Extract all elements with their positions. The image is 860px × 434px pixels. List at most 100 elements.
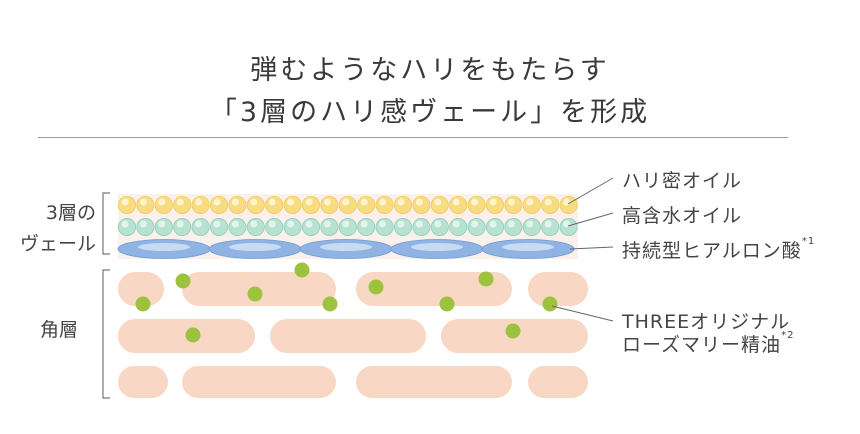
yellow-oil-dot-highlight [563, 198, 571, 206]
yellow-oil-dot [283, 195, 302, 214]
green-oil-dot [541, 217, 560, 236]
yellow-oil-dot-highlight [379, 198, 387, 206]
rosemary-dot [505, 323, 521, 339]
oil-layer-yellow [118, 195, 578, 214]
rosemary-dot [478, 271, 494, 287]
veil-label-line-2: ヴェール [19, 233, 96, 255]
yellow-oil-dot-highlight [342, 198, 350, 206]
yellow-oil-dot-highlight [158, 198, 166, 206]
yellow-oil-dot-highlight [434, 198, 442, 206]
veil-label-line-1: 3層の [45, 202, 96, 224]
veil-label: 3層の ヴェール [0, 198, 96, 260]
hyaluronic-oval-highlight [229, 243, 281, 251]
leader-line-oil3 [569, 246, 614, 250]
green-oil-dot-highlight [452, 220, 460, 228]
green-oil-dot-highlight [526, 220, 534, 228]
green-oil-dot-highlight [268, 220, 276, 228]
yellow-oil-dot-highlight [397, 198, 405, 206]
green-oil-dot [559, 217, 578, 236]
cell [118, 366, 168, 398]
green-oil-dot [320, 217, 339, 236]
yellow-oil-dot [301, 195, 320, 214]
yellow-oil-dot-highlight [507, 198, 515, 206]
hyaluronic-layer [117, 239, 575, 259]
yellow-oil-dot [357, 195, 376, 214]
green-oil-dot-highlight [158, 220, 166, 228]
hyaluronic-oval-highlight [411, 243, 463, 251]
green-oil-dot [301, 217, 320, 236]
leader-line-oil4 [551, 305, 614, 322]
green-oil-dot-highlight [287, 220, 295, 228]
heading-line-2: 「3層のハリ感ヴェール」を形成 [209, 97, 651, 128]
oil-layer-green [118, 217, 578, 236]
yellow-oil-dot-highlight [176, 198, 184, 206]
green-oil-dot [191, 217, 210, 236]
green-oil-dot [228, 217, 247, 236]
green-oil-dot-highlight [323, 220, 331, 228]
yellow-oil-dot-highlight [305, 198, 313, 206]
yellow-oil-dot-highlight [121, 198, 129, 206]
rosemary-oil-dots [135, 262, 558, 343]
yellow-oil-dot-highlight [360, 198, 368, 206]
green-oil-dot [265, 217, 284, 236]
yellow-oil-dot [320, 195, 339, 214]
yellow-oil-dot [246, 195, 265, 214]
stratum-label: 角層 [40, 319, 79, 341]
stratum-bracket [102, 269, 110, 399]
yellow-oil-dot-highlight [139, 198, 147, 206]
yellow-oil-dot [430, 195, 449, 214]
heading-line-1: 弾むようなハリをもたらす [250, 55, 610, 86]
green-oil-dot-highlight [507, 220, 515, 228]
cell [270, 319, 426, 353]
yellow-oil-dot-highlight [287, 198, 295, 206]
yellow-oil-dot [118, 195, 137, 214]
cell [356, 272, 512, 306]
yellow-oil-dot-highlight [268, 198, 276, 206]
rosemary-dot [294, 262, 310, 278]
yellow-oil-dot [504, 195, 523, 214]
green-oil-dot-highlight [195, 220, 203, 228]
yellow-oil-dot-highlight [544, 198, 552, 206]
green-oil-dot-highlight [231, 220, 239, 228]
label-oil4-note: *2 [781, 330, 795, 341]
yellow-oil-dot-highlight [323, 198, 331, 206]
green-oil-dot-highlight [471, 220, 479, 228]
green-oil-dot [338, 217, 357, 236]
label-oil2: 高含水オイル [622, 205, 743, 227]
rosemary-dot [439, 296, 455, 312]
rosemary-dot [322, 296, 338, 312]
yellow-oil-dot [209, 195, 228, 214]
green-oil-dot [357, 217, 376, 236]
cell [118, 272, 164, 306]
green-oil-dot [136, 217, 155, 236]
green-oil-dot [118, 217, 137, 236]
yellow-oil-dot [154, 195, 173, 214]
label-oil3-note: *1 [801, 236, 816, 247]
yellow-oil-dot-highlight [213, 198, 221, 206]
label-oil3-text: 持続型ヒアルロン酸 [622, 240, 802, 262]
green-oil-dot-highlight [176, 220, 184, 228]
cell [528, 366, 588, 398]
yellow-oil-dot-highlight [489, 198, 497, 206]
yellow-oil-dot [393, 195, 412, 214]
yellow-oil-dot [191, 195, 210, 214]
green-oil-dot [393, 217, 412, 236]
yellow-oil-dot-highlight [250, 198, 258, 206]
yellow-oil-dot [541, 195, 560, 214]
rosemary-dot [135, 296, 151, 312]
green-oil-dot-highlight [121, 220, 129, 228]
yellow-oil-dot-highlight [195, 198, 203, 206]
cell [356, 366, 512, 398]
yellow-oil-dot-highlight [452, 198, 460, 206]
yellow-oil-dot [467, 195, 486, 214]
green-oil-dot-highlight [213, 220, 221, 228]
green-oil-dot [467, 217, 486, 236]
yellow-oil-dot [375, 195, 394, 214]
rosemary-dot [247, 286, 263, 302]
yellow-oil-dot-highlight [415, 198, 423, 206]
yellow-oil-dot-highlight [526, 198, 534, 206]
yellow-oil-dot-highlight [231, 198, 239, 206]
green-oil-dot [412, 217, 431, 236]
leader-line-oil2 [567, 212, 614, 227]
